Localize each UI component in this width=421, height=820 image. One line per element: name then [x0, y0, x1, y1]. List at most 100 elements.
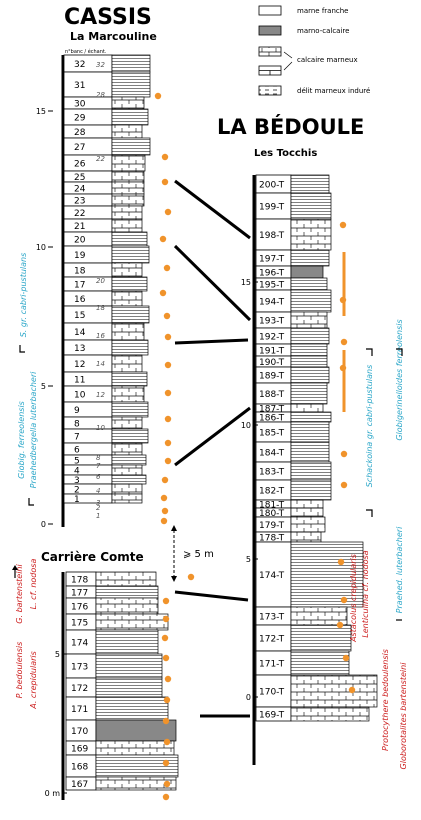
sample-dot: [159, 235, 167, 243]
cassis-bed-label-cell: [63, 442, 113, 456]
legend-swatch-marno-calcaire: [258, 25, 282, 36]
cassis-bed-number: 17: [74, 280, 85, 290]
bedoule-bed-lithology: [290, 327, 330, 345]
comte-bed-lithology: [95, 585, 159, 599]
bedoule-bed-lithology: [290, 192, 332, 220]
legend-swatch-calcaire-marneux: [258, 46, 282, 57]
bedoule-bed-number: 194-T: [259, 297, 285, 307]
bedoule-bed-lithology: [290, 355, 328, 368]
bedoule-bed-number: 191-T: [259, 346, 285, 356]
zone-label-s-cabri-pustulans: S. gr. cabri-pustulans: [19, 253, 28, 338]
scale-label: 0 m: [45, 789, 61, 798]
zone-label-lenticulina-nodosa: Lenticulina cf. nodosa: [361, 550, 370, 638]
cassis-bed-number: 25: [74, 173, 85, 183]
scale-label: 5: [246, 555, 251, 564]
cassis-bed-number: 9: [74, 406, 80, 416]
sample-dot: [340, 450, 348, 458]
cassis-sample-number: 7: [96, 462, 101, 470]
cassis-bed-number: 16: [74, 295, 86, 305]
cassis-bed-number: 11: [74, 375, 85, 385]
cassis-bed-label-cell: [63, 193, 113, 207]
sample-dot: [161, 476, 169, 484]
cassis-bed-label-cell: [63, 464, 113, 476]
cassis-bed-number: 18: [74, 266, 86, 276]
bedoule-bed-number: 169-T: [259, 710, 285, 720]
sample-dot: [162, 717, 170, 725]
correlation-line: [174, 406, 251, 467]
cassis-bed-lithology: [111, 483, 143, 495]
sample-dot: [340, 596, 348, 604]
cassis-sample-number: 16: [96, 332, 105, 340]
cassis-bed-number: 1: [74, 495, 80, 505]
cassis-bed-lithology: [111, 170, 145, 183]
comte-bed-lithology: [95, 677, 163, 698]
cassis-column: 3231302928272625242322212019181716151413…: [63, 54, 151, 520]
bedoule-bed-lithology: [290, 218, 332, 251]
scale-label: 0: [41, 520, 46, 529]
bedoule-bed-number: 192-T: [259, 332, 285, 342]
scale-label: 15: [36, 107, 46, 116]
sample-dot: [187, 573, 195, 581]
correlation-line: [174, 338, 249, 345]
cassis-bed-label-cell: [63, 108, 113, 126]
bedoule-bed-number: 170-T: [259, 687, 285, 697]
cassis-bed-lithology: [111, 205, 143, 220]
bedoule-bed-lithology: [290, 249, 330, 267]
bedoule-bed-number: 173-T: [259, 612, 285, 622]
cassis-bed-number: 24: [74, 184, 86, 194]
zone-label-astacolus-crepidularis: Astacolus crepidularis: [349, 554, 358, 643]
bedoule-bed-number: 195-T: [259, 280, 285, 290]
sample-dot: [163, 312, 171, 320]
bedoule-bed-number: 186-T: [259, 413, 285, 423]
cassis-sample-number: 2: [96, 504, 101, 512]
bedoule-bed-number: 188-T: [259, 390, 285, 400]
cassis-bed-label-cell: [63, 218, 113, 233]
comte-bed-lithology: [95, 740, 175, 756]
cassis-bed-number: 21: [74, 222, 85, 232]
cassis-bed-lithology: [111, 276, 148, 292]
comte-title: Carrière Comte: [41, 550, 144, 564]
zone-boundary-mark: [396, 348, 403, 356]
bedoule-bed-lithology: [290, 541, 364, 608]
sample-dot: [162, 793, 170, 801]
sample-dot: [340, 338, 348, 346]
sample-dot: [162, 597, 170, 605]
cassis-sample-number: 4: [96, 487, 100, 495]
bedoule-bed-number: 181-T: [259, 500, 285, 510]
comte-bed-number: 172: [71, 684, 88, 694]
bedoule-bed-number: 200-T: [259, 180, 285, 190]
scale-label: 5: [55, 650, 60, 659]
cassis-bed-label-cell: [63, 137, 113, 156]
cassis-sample-number: 1: [96, 512, 100, 520]
cassis-bed-lithology: [111, 322, 145, 341]
gap-arrow: [171, 525, 177, 582]
sample-dots: [154, 92, 356, 801]
comte-bed-number: 176: [71, 602, 88, 612]
cassis-bed-lithology: [111, 124, 143, 139]
sample-dot: [164, 333, 172, 341]
cassis-sample-number: 14: [96, 360, 105, 368]
cassis-bed-label-cell: [63, 493, 113, 504]
cassis-bed-number: 27: [74, 143, 85, 153]
bedoule-bed-lithology: [290, 461, 332, 481]
comte-bed-lithology: [95, 613, 169, 631]
cassis-bed-label-cell: [63, 454, 113, 466]
sample-dot: [163, 696, 171, 704]
sample-dot: [161, 153, 169, 161]
sample-dot: [162, 615, 170, 623]
cassis-sample-number: 6: [96, 473, 101, 481]
bedoule-bed-number: 183-T: [259, 467, 285, 477]
sample-dot: [339, 221, 347, 229]
cassis-bed-lithology: [111, 464, 143, 476]
cassis-bed-number: 23: [74, 196, 85, 206]
cassis-bed-label-cell: [63, 262, 113, 278]
cassis-bed-number: 19: [74, 251, 86, 261]
correlation-line: [174, 590, 249, 602]
cassis-bed-label-cell: [63, 231, 113, 247]
cassis-bed-number: 14: [74, 328, 86, 338]
cassis-title: CASSIS: [64, 5, 152, 30]
bedoule-bed-lithology: [290, 507, 324, 518]
